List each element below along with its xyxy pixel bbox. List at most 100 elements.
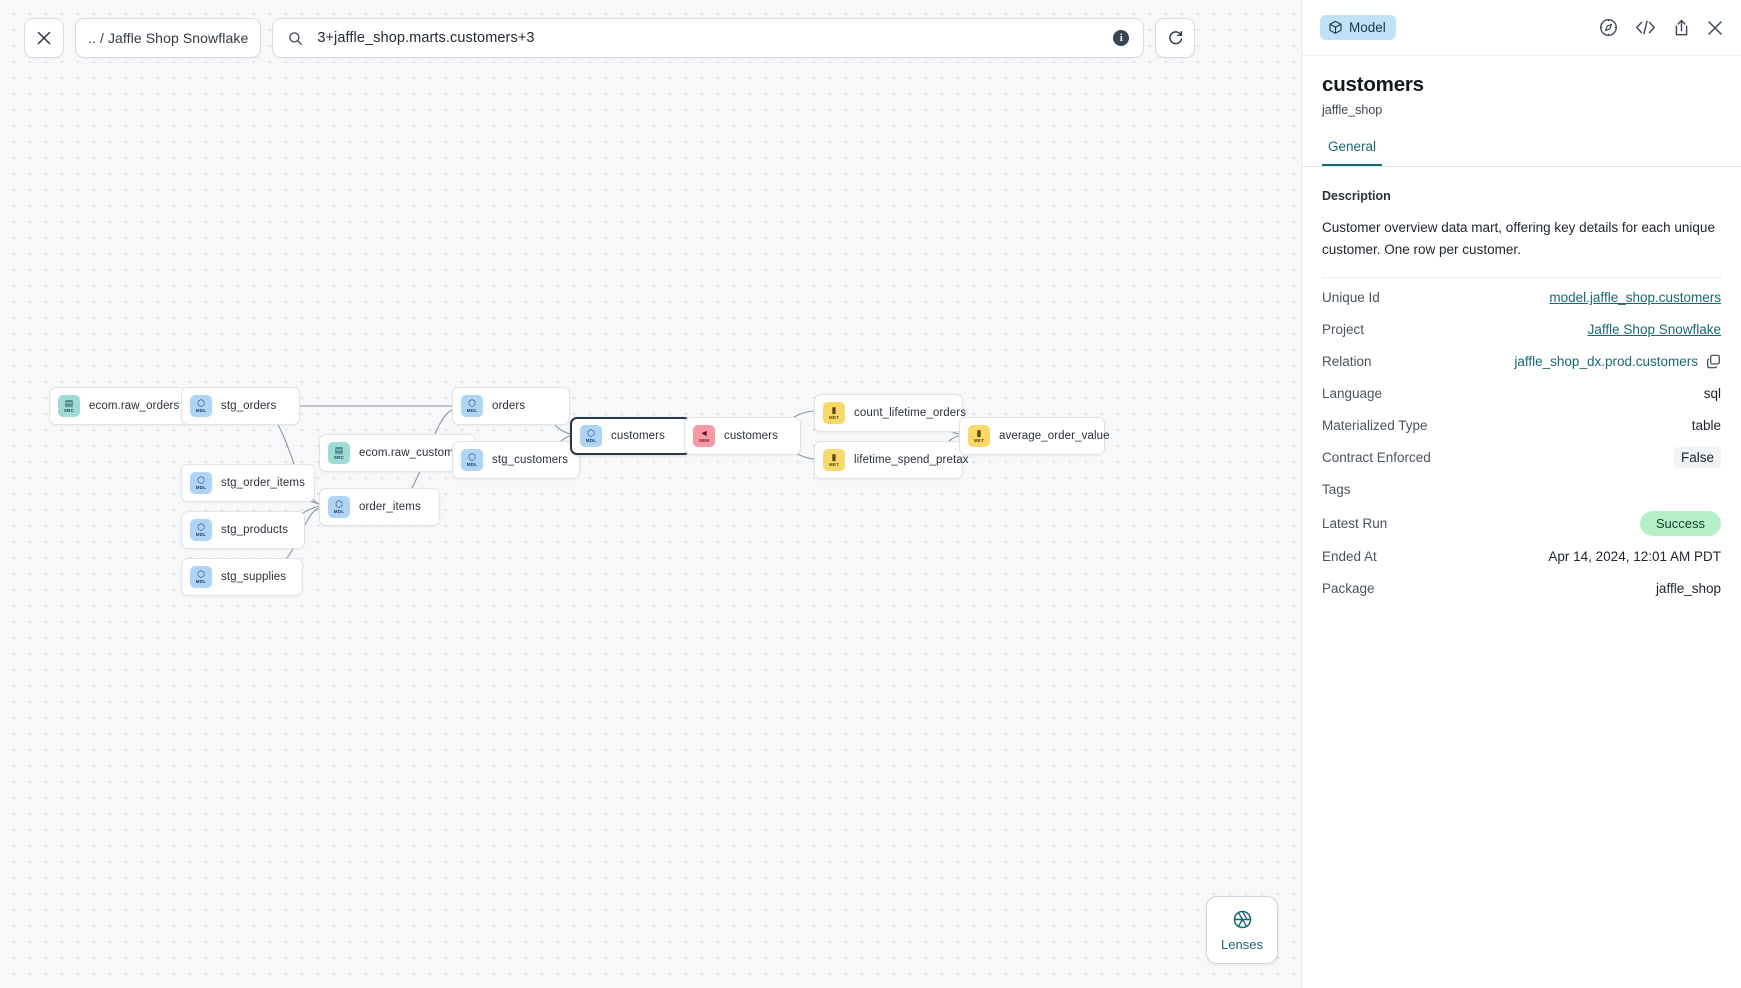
resource-type-chip[interactable]: Model [1320, 15, 1396, 40]
field-label: Tags [1322, 482, 1351, 498]
graph-node-ecom_raw_orders[interactable]: ▤SRC ecom.raw_orders [49, 387, 188, 425]
graph-node-customers_model[interactable]: ⬡MDL customers [570, 417, 691, 455]
field-label: Package [1322, 581, 1375, 597]
breadcrumb[interactable]: .. / Jaffle Shop Snowflake [75, 18, 262, 58]
close-lineage-button[interactable] [24, 18, 64, 58]
met-badge-icon: ▮MET [823, 449, 845, 471]
mdl-badge-icon: ⬡MDL [190, 566, 212, 588]
field-package: Package jaffle_shop [1322, 573, 1721, 605]
graph-node-lifetime_spend_pretax[interactable]: ▮MET lifetime_spend_pretax [814, 441, 969, 479]
graph-node-stg_order_items[interactable]: ⬡MDL stg_order_items [181, 464, 315, 502]
panel-tabs: General [1302, 139, 1741, 167]
share-icon[interactable] [1673, 19, 1690, 37]
project-link[interactable]: Jaffle Shop Snowflake [1587, 322, 1721, 338]
graph-node-label: stg_products [221, 524, 289, 536]
mdl-badge-icon: ⬡MDL [580, 425, 602, 447]
page-title: customers [1322, 73, 1424, 96]
field-language: Language sql [1322, 378, 1721, 410]
graph-node-label: ecom.raw_orders [89, 400, 180, 412]
field-unique-id: Unique Id model.jaffle_shop.customers [1322, 282, 1721, 314]
canvas-toolbar: .. / Jaffle Shop Snowflake i [24, 18, 1196, 58]
panel-body: Description Customer overview data mart,… [1302, 167, 1741, 988]
detail-panel: Model [1301, 0, 1741, 988]
graph-node-customers_semantic[interactable]: ◄SEM customers [684, 417, 801, 455]
compass-icon[interactable] [1599, 18, 1618, 37]
graph-node-label: stg_order_items [221, 477, 305, 489]
lineage-canvas[interactable]: .. / Jaffle Shop Snowflake i ▤SRC ecom.ra… [0, 0, 1301, 988]
search-icon [289, 31, 303, 45]
graph-node-label: orders [492, 400, 526, 412]
description-text: Customer overview data mart, offering ke… [1322, 220, 1715, 257]
lenses-button[interactable]: Lenses [1206, 896, 1278, 964]
mdl-badge-icon: ⬡MDL [461, 449, 483, 471]
graph-node-label: lifetime_spend_pretax [854, 454, 969, 466]
panel-subtitle: jaffle_shop [1322, 103, 1383, 117]
field-contract-enforced: Contract Enforced False [1322, 442, 1721, 474]
lenses-aperture-icon [1233, 910, 1251, 928]
search-box[interactable]: i [272, 18, 1145, 58]
relation-value: jaffle_shop_dx.prod.customers [1514, 354, 1698, 370]
search-input[interactable] [315, 29, 1102, 47]
panel-title-block: customers jaffle_shop [1302, 56, 1741, 117]
field-latest-run: Latest Run Success [1322, 506, 1721, 541]
copy-icon[interactable] [1706, 354, 1721, 369]
graph-node-label: stg_customers [492, 454, 569, 466]
field-label: Unique Id [1322, 290, 1380, 306]
field-label: Project [1322, 322, 1365, 338]
refresh-icon [1169, 30, 1182, 44]
graph-node-stg_customers[interactable]: ⬡MDL stg_customers [452, 441, 580, 479]
field-ended-at: Ended At Apr 14, 2024, 12:01 AM PDT [1322, 541, 1721, 573]
graph-node-order_items[interactable]: ⬡MDL order_items [319, 488, 440, 526]
graph-node-label: stg_supplies [221, 571, 287, 583]
close-icon [37, 31, 51, 45]
mdl-badge-icon: ⬡MDL [190, 519, 212, 541]
refresh-button[interactable] [1155, 18, 1196, 58]
met-badge-icon: ▮MET [968, 425, 990, 447]
resource-type-label: Model [1349, 20, 1386, 35]
language-value: sql [1703, 386, 1721, 402]
src-badge-icon: ▤SRC [328, 442, 350, 464]
met-badge-icon: ▮MET [823, 402, 845, 424]
graph-node-label: stg_orders [221, 400, 277, 412]
graph-node-label: average_order_value [999, 430, 1110, 442]
field-label: Contract Enforced [1322, 450, 1431, 466]
unique-id-link[interactable]: model.jaffle_shop.customers [1549, 290, 1721, 306]
field-label: Latest Run [1322, 515, 1388, 531]
field-label: Relation [1322, 354, 1372, 370]
cube-icon [1329, 20, 1342, 34]
lenses-label: Lenses [1221, 936, 1263, 952]
status-badge[interactable]: Success [1639, 510, 1721, 536]
graph-node-count_lifetime_orders[interactable]: ▮MET count_lifetime_orders [814, 394, 967, 432]
graph-node-average_order_value[interactable]: ▮MET average_order_value [959, 417, 1109, 455]
detail-panel-header: Model [1302, 0, 1741, 56]
tab-general[interactable]: General [1322, 139, 1383, 166]
field-tags: Tags [1322, 474, 1721, 506]
field-label: Language [1322, 386, 1383, 402]
field-relation: Relation jaffle_shop_dx.prod.customers [1322, 346, 1721, 378]
graph-node-label: order_items [359, 501, 421, 513]
field-label: Ended At [1322, 549, 1377, 565]
panel-header-actions [1599, 18, 1723, 37]
mdl-badge-icon: ⬡MDL [328, 496, 350, 518]
mdl-badge-icon: ⬡MDL [190, 472, 212, 494]
field-label: Materialized Type [1322, 418, 1428, 434]
contract-value: False [1673, 447, 1721, 469]
code-icon[interactable] [1635, 19, 1656, 36]
ended-at-value: Apr 14, 2024, 12:01 AM PDT [1548, 549, 1721, 565]
package-value: jaffle_shop [1655, 581, 1721, 597]
graph-node-label: count_lifetime_orders [854, 407, 967, 419]
graph-node-stg_products[interactable]: ⬡MDL stg_products [181, 511, 305, 549]
description-label: Description [1322, 189, 1391, 203]
graph-node-label: customers [724, 430, 778, 442]
src-badge-icon: ▤SRC [58, 395, 80, 417]
graph-node-stg_supplies[interactable]: ⬡MDL stg_supplies [181, 558, 303, 596]
graph-node-label: customers [611, 430, 665, 442]
info-icon[interactable]: i [1113, 30, 1130, 46]
field-materialized-type: Materialized Type table [1322, 410, 1721, 442]
sem-badge-icon: ◄SEM [693, 425, 715, 447]
close-panel-icon[interactable] [1707, 20, 1723, 36]
materialized-value: table [1691, 418, 1721, 434]
